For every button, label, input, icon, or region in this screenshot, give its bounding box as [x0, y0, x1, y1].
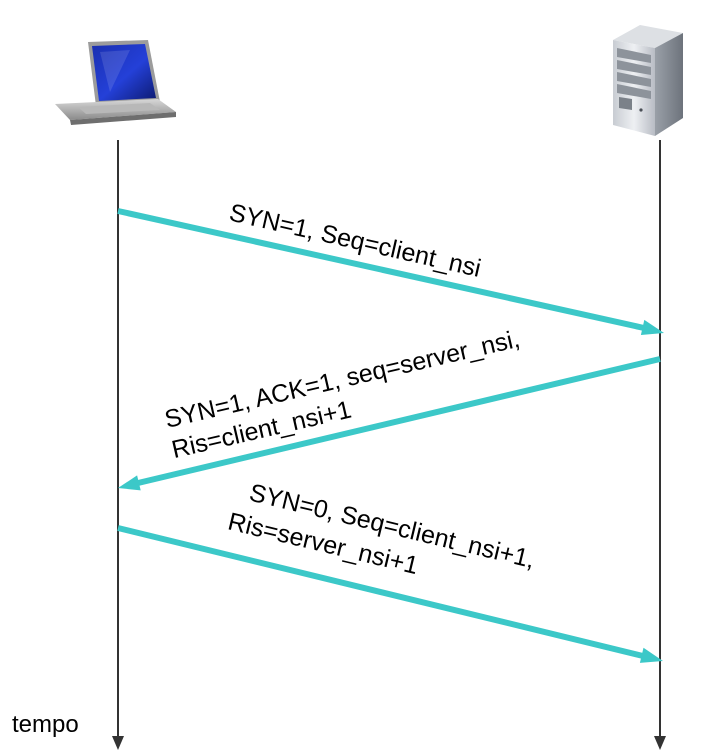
laptop-icon — [55, 40, 176, 125]
synack-message-label: SYN=1, ACK=1, seq=server_nsi, Ris=client… — [162, 323, 536, 464]
message-arrow-syn — [117, 208, 664, 335]
server-time-arrowhead — [654, 736, 666, 750]
server-tower-icon — [613, 25, 683, 136]
ack-message-label: SYN=0, Seq=client_nsi+1, Ris=server_nsi+… — [225, 475, 544, 608]
message-arrow-ack — [117, 525, 663, 663]
client-time-arrowhead — [112, 736, 124, 750]
time-axis-label: tempo — [12, 711, 79, 738]
message-arrow-synack — [118, 356, 661, 491]
